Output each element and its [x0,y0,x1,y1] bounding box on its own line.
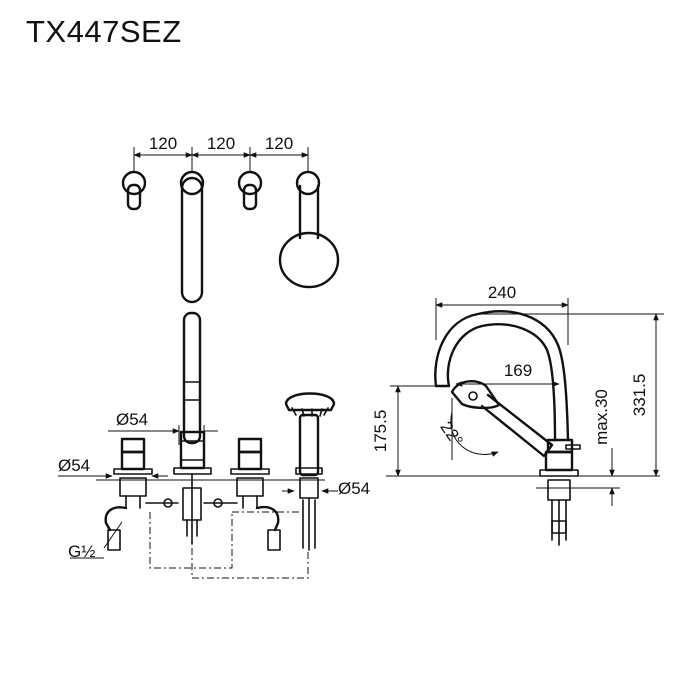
spout-height-label: 175.5 [371,410,390,453]
dim-overall-height: 331.5 [478,313,664,477]
spout-reach-label: 240 [488,283,516,302]
valve-left-front [104,437,153,551]
cover-diameter-label: Ø54 [116,410,148,429]
spout-front [173,311,212,545]
handshower-front [284,392,336,551]
spacing-dimension: 120 120 120 [133,134,309,172]
thread-callout: G½ [68,521,123,561]
overall-height-label: 331.5 [630,374,649,417]
handle-left-top [121,170,147,211]
dim-deck-thickness: max.30 [592,389,615,506]
thread-label: G½ [68,542,95,561]
dim-right-diameter: Ø54 [282,479,370,498]
dim-cover-diameter: Ø54 [108,410,218,445]
model-title: TX447SEZ [26,14,182,49]
side-view: 240 169 175.5 331.5 max.30 22° [371,283,664,546]
spout-top [179,170,205,304]
dim-spout-height: 175.5 [371,385,436,477]
connection-hoses [145,498,309,579]
dim-left-diameter: Ø54 [58,456,168,479]
top-view: 120 120 120 [121,134,340,304]
right-diameter-label: Ø54 [338,479,370,498]
spacing-label-2: 120 [207,134,235,153]
spacing-label-3: 120 [265,134,293,153]
dim-handshower-reach: 169 [455,361,560,387]
handshower-top [278,170,340,289]
left-diameter-label: Ø54 [58,456,90,475]
valve-right-front [230,437,281,551]
handle-right-top [237,170,263,211]
front-view: Ø54 Ø54 Ø54 G½ [58,311,370,579]
swivel-angle-label: 22° [436,418,466,450]
handshower-side [450,380,554,458]
dim-spout-reach: 240 [435,283,569,345]
side-mount [539,450,579,546]
spacing-label-1: 120 [149,134,177,153]
handshower-reach-label: 169 [504,361,532,380]
deck-thickness-label: max.30 [592,389,611,445]
